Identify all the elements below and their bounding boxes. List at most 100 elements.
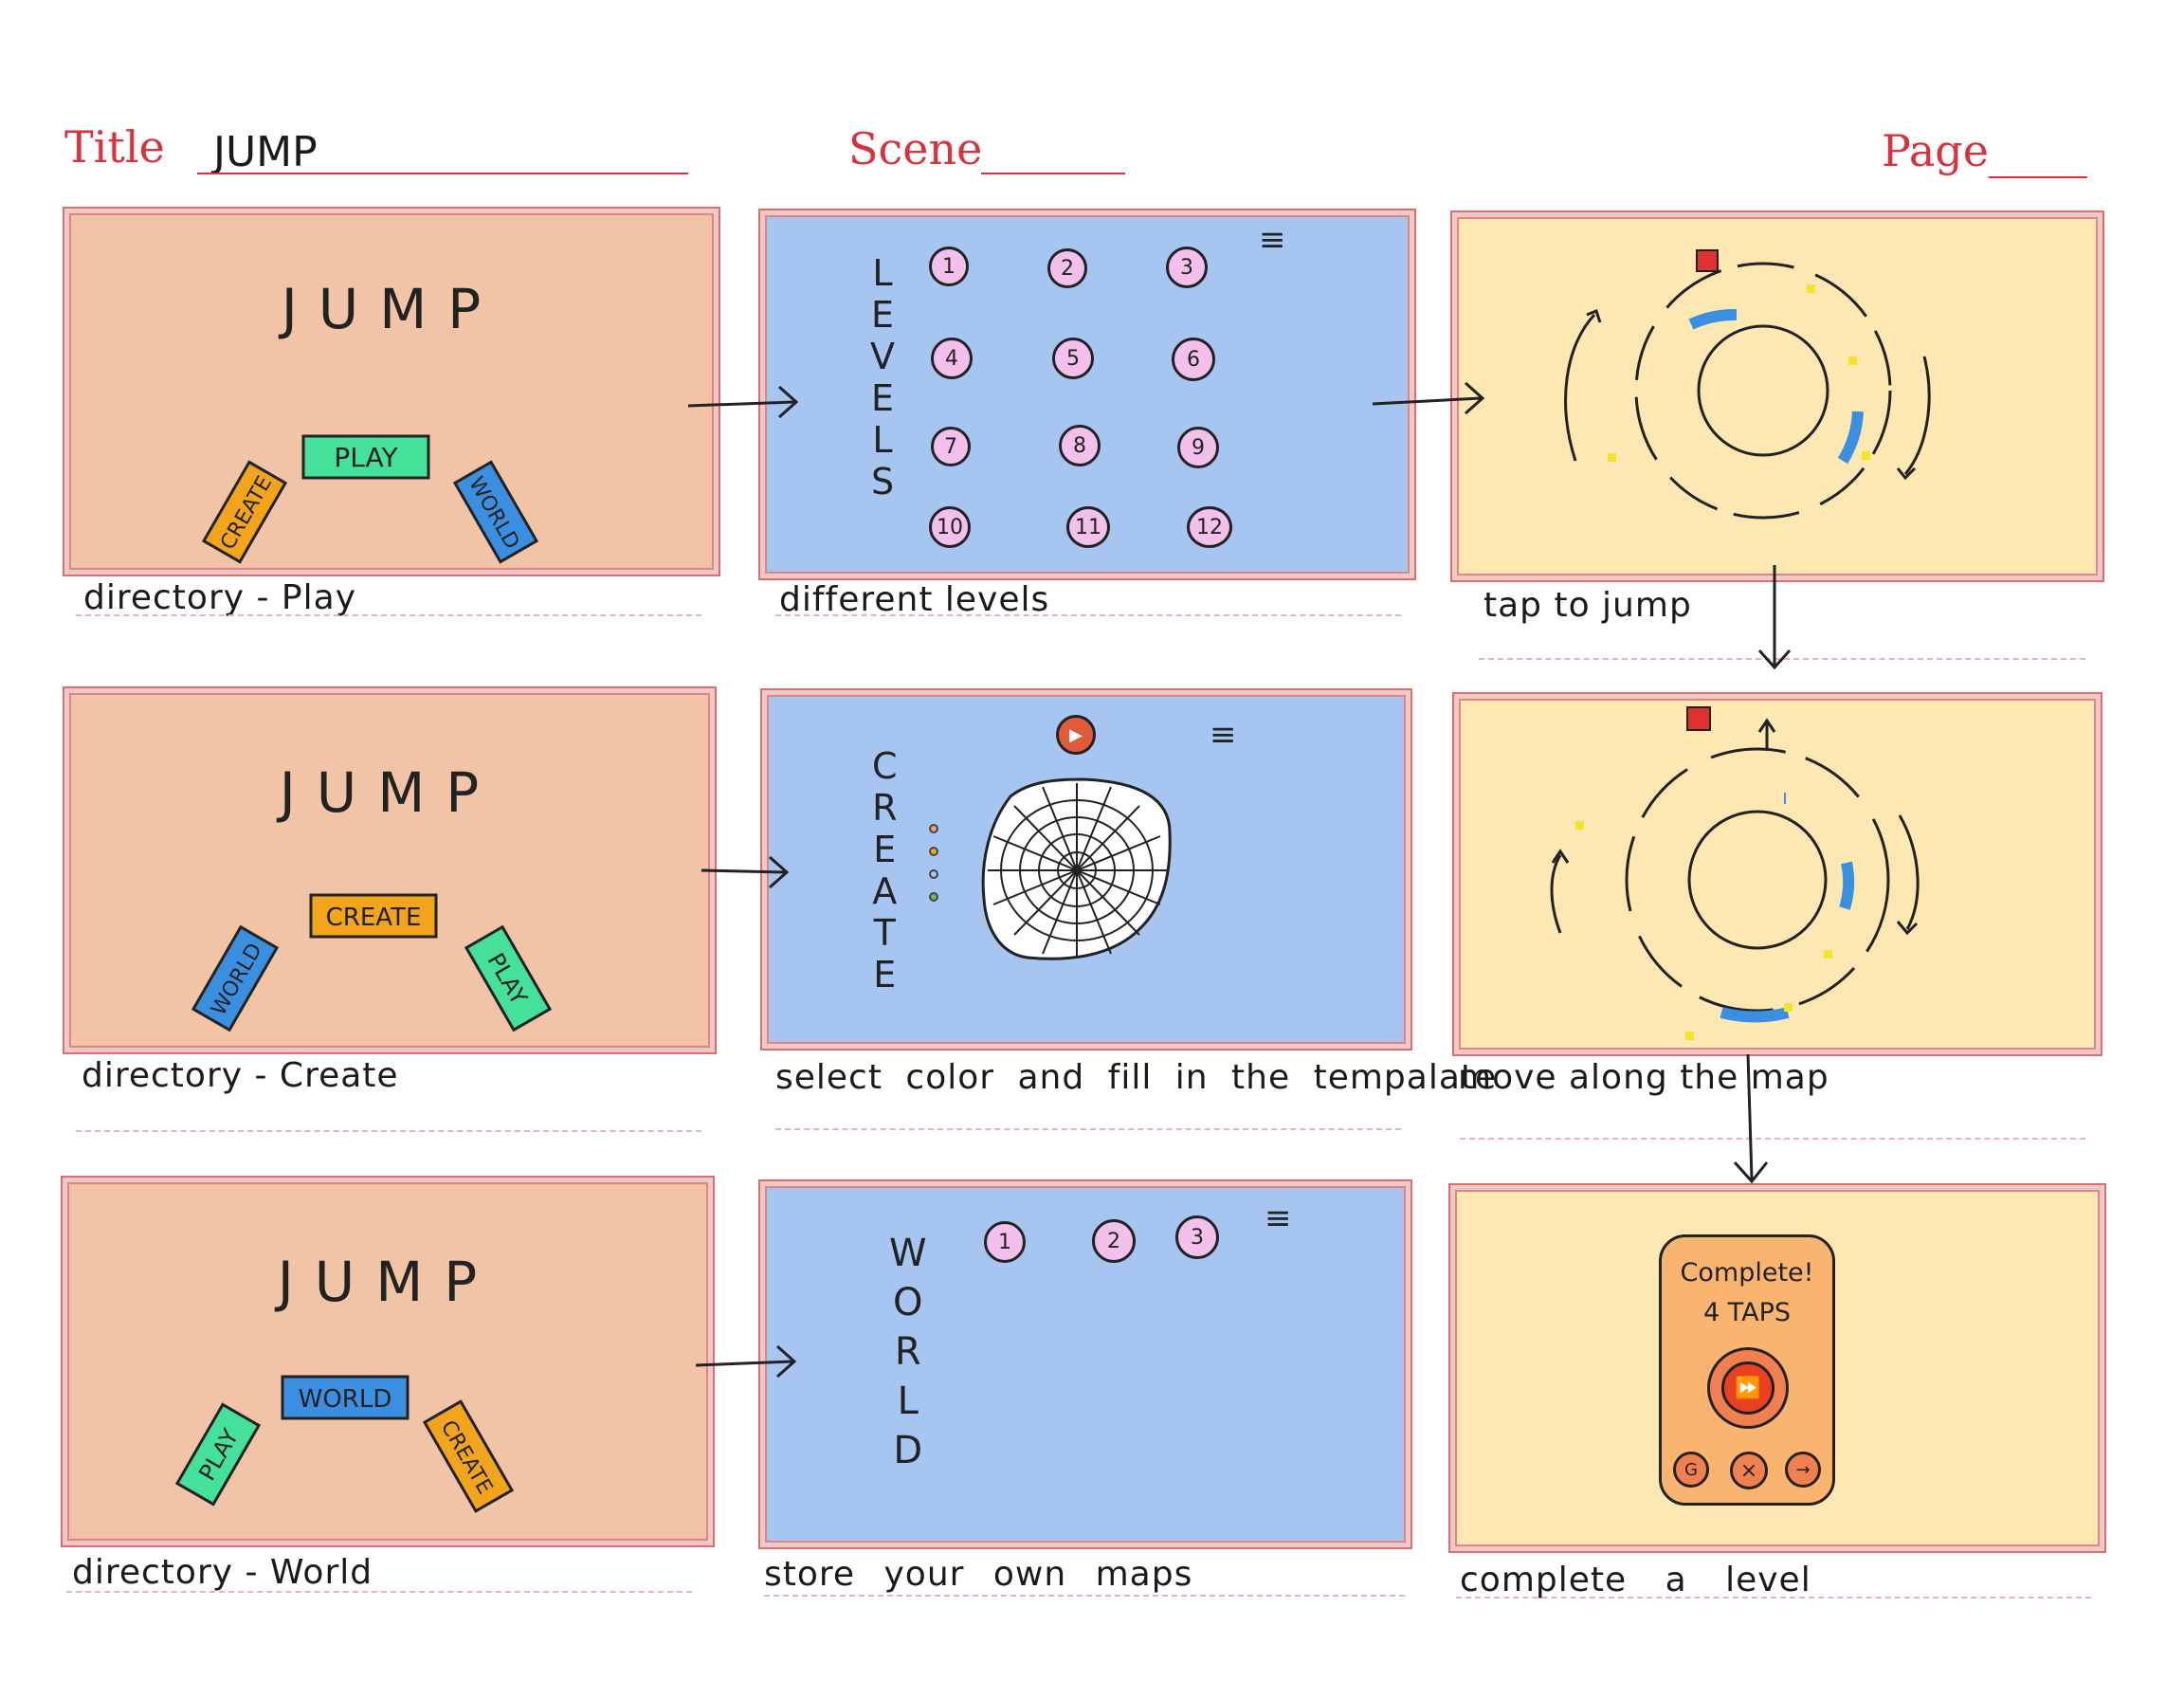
exit-button[interactable]: → xyxy=(1785,1452,1821,1488)
menu-panel-world: JUMP PLAY WORLD CREATE xyxy=(61,1176,715,1547)
world-side-word: W O R L D xyxy=(889,1232,927,1472)
coin xyxy=(1608,453,1616,462)
caption-line xyxy=(775,614,1401,616)
world-tab-label: WORLD xyxy=(299,1385,392,1414)
create-panel: C R E A T E ▶ ≡ xyxy=(760,688,1412,1050)
level-button-12[interactable]: 12 xyxy=(1187,506,1232,548)
caption-line xyxy=(775,1128,1401,1130)
caption-different-levels: different levels xyxy=(779,580,1050,619)
rotation-arrow xyxy=(1903,356,1931,475)
coin xyxy=(1784,1003,1793,1012)
create-side-word: C R E A T E xyxy=(872,745,898,996)
rotation-arrow xyxy=(1564,313,1596,462)
circular-track-scene xyxy=(1550,706,1920,1040)
level-button-5[interactable]: 5 xyxy=(1052,338,1094,379)
level-button-10[interactable]: 10 xyxy=(929,506,971,548)
inner-ring xyxy=(1697,324,1829,457)
complete-dialog: Complete! 4 TAPS ⏩ G × → xyxy=(1659,1234,1835,1506)
create-tab-label: CREATE xyxy=(326,904,422,932)
page-label: Page xyxy=(1882,125,1989,176)
arrow-right xyxy=(695,1360,793,1367)
game-panel-tap xyxy=(1450,210,2104,582)
jump-arrow xyxy=(1757,718,1776,751)
caption-directory-create: directory - Create xyxy=(82,1056,399,1095)
menu-icon[interactable]: ≡ xyxy=(1265,1199,1292,1237)
fast-forward-icon: ⏩ xyxy=(1735,1376,1761,1400)
menu-icon[interactable]: ≡ xyxy=(1259,221,1286,259)
play-tab[interactable]: PLAY xyxy=(464,924,553,1032)
play-button[interactable]: ▶ xyxy=(1056,715,1096,755)
platform xyxy=(1720,1007,1790,1023)
menu-tabs-arc: WORLD CREATE PLAY xyxy=(191,893,553,1032)
level-button-7[interactable]: 7 xyxy=(931,427,971,466)
game-panel-complete: Complete! 4 TAPS ⏩ G × → xyxy=(1448,1183,2106,1553)
world-tab[interactable]: WORLD xyxy=(281,1375,410,1420)
caption-line xyxy=(66,1591,692,1593)
level-button-9[interactable]: 9 xyxy=(1177,427,1219,468)
inner-ring xyxy=(1687,810,1828,950)
caption-select-color: select color and fill in the tempalate xyxy=(775,1058,1498,1097)
level-button-4[interactable]: 4 xyxy=(931,338,973,379)
level-button-1[interactable]: 1 xyxy=(929,247,969,286)
caption-directory-play: directory - Play xyxy=(83,578,357,617)
color-swatch-blue[interactable] xyxy=(929,869,938,879)
coin xyxy=(1824,950,1832,959)
level-button-6[interactable]: 6 xyxy=(1172,338,1215,381)
levels-panel: L E V E L S 1 2 3 4 5 6 7 8 9 10 11 12 ≡ xyxy=(758,209,1416,580)
color-swatch-orange[interactable] xyxy=(929,847,938,856)
player-square xyxy=(1686,706,1711,731)
scene-label: Scene xyxy=(848,123,983,174)
color-swatch-red[interactable] xyxy=(929,824,938,833)
caption-line xyxy=(1460,1138,2085,1140)
play-icon: ▶ xyxy=(1069,724,1083,745)
map-slot-1[interactable]: 1 xyxy=(984,1221,1026,1263)
arrow-right xyxy=(1372,396,1482,406)
arrow-right xyxy=(701,868,786,874)
menu-icon[interactable]: ≡ xyxy=(1210,716,1237,754)
caption-tap-to-jump: tap to jump xyxy=(1483,586,1692,625)
arrow-down xyxy=(1746,1053,1754,1180)
next-level-button[interactable]: ⏩ xyxy=(1707,1347,1789,1429)
replay-button[interactable]: G xyxy=(1673,1452,1709,1488)
circular-track-scene xyxy=(1564,249,1931,520)
level-button-2[interactable]: 2 xyxy=(1047,248,1087,288)
jump-logo: JUMP xyxy=(277,1250,499,1314)
caption-line xyxy=(76,1130,701,1132)
world-panel: W O R L D 1 2 3 ≡ xyxy=(758,1179,1412,1549)
color-swatch-green[interactable] xyxy=(929,892,938,902)
create-tab[interactable]: CREATE xyxy=(309,893,438,939)
taps-count: 4 TAPS xyxy=(1702,1298,1792,1327)
coin xyxy=(1685,1032,1694,1040)
level-button-11[interactable]: 11 xyxy=(1066,506,1110,548)
level-button-8[interactable]: 8 xyxy=(1059,425,1101,466)
outer-track xyxy=(1634,262,1892,520)
rotation-arrow xyxy=(1550,854,1562,934)
arrow-right xyxy=(687,400,795,408)
caption-directory-world: directory - World xyxy=(72,1553,373,1592)
outer-track xyxy=(1625,747,1890,1013)
caption-line xyxy=(764,1595,1405,1597)
scene-underline xyxy=(981,173,1125,174)
menu-tabs-arc: PLAY WORLD CREATE xyxy=(174,1375,515,1513)
levels-side-word: L E V E L S xyxy=(870,252,895,502)
level-button-3[interactable]: 3 xyxy=(1166,247,1208,288)
play-tab[interactable]: PLAY xyxy=(301,434,430,480)
caption-store-maps: store your own maps xyxy=(764,1555,1193,1594)
caption-complete-level: complete a level xyxy=(1460,1561,1811,1599)
menu-tabs-arc: CREATE PLAY WORLD xyxy=(201,434,539,564)
rotation-arrow xyxy=(1898,814,1920,930)
page-underline xyxy=(1989,176,2087,178)
menu-panel-create: JUMP WORLD CREATE PLAY xyxy=(63,686,717,1054)
coin xyxy=(1575,821,1584,830)
close-button[interactable]: × xyxy=(1730,1452,1768,1489)
caption-move-along: move along the map xyxy=(1458,1058,1829,1097)
title-label: Title xyxy=(64,121,165,173)
coin xyxy=(1807,284,1815,293)
spiderweb-template[interactable] xyxy=(762,690,1414,1052)
coin xyxy=(1862,451,1870,460)
map-slot-3[interactable]: 3 xyxy=(1175,1215,1219,1259)
coin xyxy=(1848,356,1857,365)
template-web xyxy=(988,783,1168,958)
map-slot-2[interactable]: 2 xyxy=(1092,1219,1136,1263)
